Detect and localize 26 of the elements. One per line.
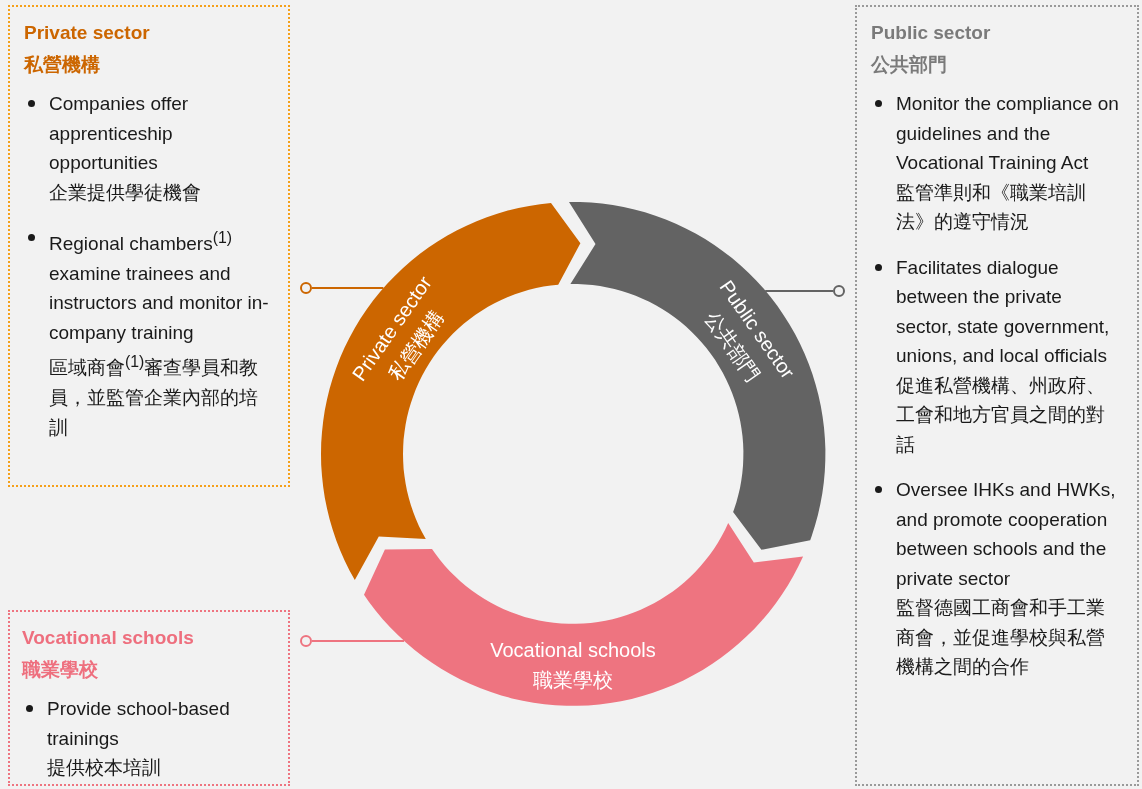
- bullet-text: Regional chambers$^{(1)}$ examine trainees and instructors and monitor in-company training: [49, 228, 270, 345]
- bullet-text: 監督德國工商會和手工業商會，並促進學校與私營機構之間的合作: [896, 596, 1106, 679]
- leader-line: [300, 635, 406, 647]
- bullet-text: Oversee IHKs and HWKs, and promote cooperation between schools and the private sector: [896, 478, 1117, 591]
- box-heading: 職業學校: [22, 658, 99, 682]
- box-heading: 私營機構: [24, 53, 101, 77]
- dotted-info-box: [855, 5, 1139, 786]
- segment-label: 職業學校: [533, 668, 613, 693]
- bullet-text: 企業提供學徒機會: [49, 180, 202, 205]
- box-heading: 公共部門: [871, 53, 948, 77]
- bullet-text: Provide school-based trainings: [47, 697, 231, 751]
- bullet-text: Monitor the compliance on guidelines and the Vocational Training Act: [896, 92, 1120, 175]
- dotted-info-box: [8, 610, 290, 786]
- bullet-text: 促進私營機構、州政府、工會和地方官員之間的對話: [896, 373, 1106, 457]
- bullet-text: 提供校本培訓: [47, 756, 162, 780]
- bullet-text: Facilitates dialogue between the private sector, state government, unions, and local officials: [896, 255, 1111, 368]
- dotted-info-box: [8, 5, 290, 487]
- leader-line: [300, 282, 385, 294]
- bullet-text: 監管準則和《職業培訓法》的遵守情況: [896, 180, 1087, 234]
- leader-line: [764, 285, 845, 297]
- bullet-text: 區域商會$^{(1)}$審查學員和教員，並監管企業內部的培訓: [49, 352, 260, 440]
- box-heading: Public sector: [871, 21, 992, 45]
- box-heading: Vocational schools: [22, 626, 195, 650]
- bullet-text: Companies offer apprenticeship opportunities: [49, 92, 190, 175]
- box-heading: Private sector: [24, 21, 151, 45]
- segment-label: Vocational schools: [490, 638, 656, 663]
